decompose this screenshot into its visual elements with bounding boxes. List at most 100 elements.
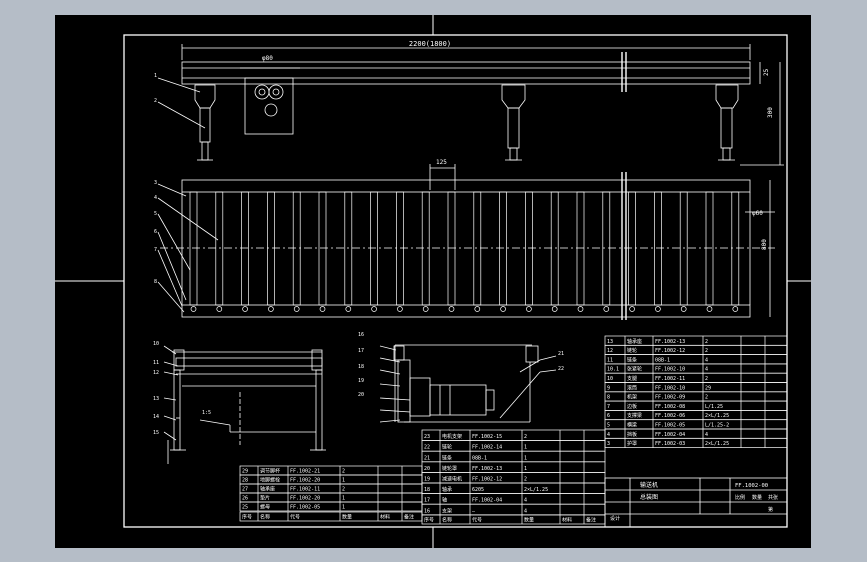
bom-mid-cell: 4 xyxy=(524,498,527,504)
bom-mid-cell: 1 xyxy=(524,455,527,461)
roller xyxy=(654,191,662,312)
bom-right-cell: 4 xyxy=(705,357,708,363)
bom-left-cell: FF.1002-05 xyxy=(290,505,320,511)
roller xyxy=(292,191,301,312)
roller xyxy=(344,191,353,312)
title-block-page: 第 xyxy=(768,506,773,513)
title-block-drawing-no: FF.1002-00 xyxy=(735,483,768,489)
bom-right-cell: 8 xyxy=(607,395,610,401)
roller-diameter-dim: φ80 xyxy=(262,55,273,62)
roller xyxy=(447,191,456,312)
roller xyxy=(499,191,507,312)
top-offset-dim: 25 xyxy=(763,68,770,76)
callout-11: 11 xyxy=(153,360,159,366)
bom-right-cell: 支撑梁 xyxy=(627,412,642,419)
bom-right-cell: 轴承座 xyxy=(627,338,642,345)
drawing-sheet xyxy=(55,15,811,548)
bom-right-cell: L/1.25-2 xyxy=(705,423,729,429)
roller xyxy=(396,191,404,312)
bom-right-cell: 2 xyxy=(705,395,708,401)
roller xyxy=(731,191,740,312)
bom-right-cell: 滚筒 xyxy=(627,384,637,391)
callout-21: 21 xyxy=(558,351,564,357)
drive-section-view xyxy=(379,344,557,423)
callout-5: 5 xyxy=(154,211,157,217)
bom-right-cell: FF.1002-12 xyxy=(655,348,685,354)
bom-right-cell: 挡板 xyxy=(627,431,637,438)
bom-mid-cell: 4 xyxy=(524,508,527,514)
bom-mid-cell: 电机支架 xyxy=(442,433,462,440)
bom-mid-cell: FF.1002-04 xyxy=(472,498,502,504)
bom-mid-cell: 19 xyxy=(424,477,430,483)
callout-10: 10 xyxy=(153,341,159,347)
bom-right-cell: 9 xyxy=(607,385,610,391)
bom-left-cell: 28 xyxy=(242,478,248,484)
bom-left-cell: FF.1002-20 xyxy=(290,496,320,502)
roller xyxy=(576,191,585,312)
leg-1 xyxy=(194,84,216,161)
bom-left-cell: FF.1002-21 xyxy=(290,469,320,475)
end-view-label: 1:5 xyxy=(202,410,211,416)
roller xyxy=(679,191,688,312)
bom-right-cell: 7 xyxy=(607,404,610,410)
bom-right-cell: 边板 xyxy=(627,403,637,410)
roller xyxy=(628,191,636,312)
bom-right-cell: 29 xyxy=(705,385,711,391)
callout-18: 18 xyxy=(358,364,364,370)
callout-7: 7 xyxy=(154,247,157,253)
bom-mid-cell: 链轮 xyxy=(442,444,452,451)
roller xyxy=(267,191,275,312)
callout-20: 20 xyxy=(358,392,364,398)
roller xyxy=(241,191,249,312)
bom-mid-cell: 18 xyxy=(424,487,430,493)
roller-end-dim: φ60 xyxy=(752,210,763,217)
bom-mid-cell: 减速电机 xyxy=(442,476,462,483)
callout-1: 1 xyxy=(154,73,157,79)
bom-left-cell: 29 xyxy=(242,469,248,475)
bom-right-cell: 支腿 xyxy=(627,375,637,382)
callout-19: 19 xyxy=(358,378,364,384)
callout-22: 22 xyxy=(558,366,564,372)
plan-view xyxy=(157,164,775,320)
callout-12: 12 xyxy=(153,370,159,376)
bom-mid-cell: 20 xyxy=(424,466,430,472)
bom-mid-cell: 1 xyxy=(524,466,527,472)
bom-right-cell: FF.1002-08 xyxy=(655,404,685,410)
title-block-name: 输送机 xyxy=(640,481,658,489)
bom-left-cell: 27 xyxy=(242,487,248,493)
bom-left-cell: 25 xyxy=(242,505,248,511)
bom-right-cell: 2×L/1.25 xyxy=(705,413,729,419)
bom-header-cell: 代号 xyxy=(472,517,482,524)
roller-array xyxy=(189,191,740,312)
bom-right-cell: 11 xyxy=(607,357,613,363)
bom-left-cell: 调节脚杯 xyxy=(260,468,280,475)
roller xyxy=(189,191,198,312)
bom-right-cell: FF.1002-04 xyxy=(655,432,685,438)
bom-right-cell: FF.1002-10 xyxy=(655,367,685,373)
bom-header-cell: 数量 xyxy=(342,514,352,521)
bom-mid-cell: 轴 xyxy=(442,497,447,504)
bom-right-cell: 4 xyxy=(607,432,610,438)
bom-right-cell: FF.1002-10 xyxy=(655,385,685,391)
title-block xyxy=(604,477,788,528)
bom-mid-cell: 轴承 xyxy=(442,486,452,493)
bom-mid-cell: 链轮罩 xyxy=(442,465,457,472)
bom-left-cell: FF.1002-11 xyxy=(290,487,320,493)
bom-right-cell: 12 xyxy=(607,348,613,354)
callout-6: 6 xyxy=(154,229,157,235)
roller xyxy=(602,191,611,312)
bom-header-cell: 名称 xyxy=(260,514,270,521)
bom-mid-cell: FF.1002-14 xyxy=(472,445,502,451)
bom-left-cell: 26 xyxy=(242,496,248,502)
leg-3 xyxy=(715,84,739,161)
bom-right-cell: 机架 xyxy=(627,394,637,401)
roller xyxy=(705,191,714,312)
bom-left-cell: 螺母 xyxy=(260,504,270,511)
bom-right-cell: 4 xyxy=(705,367,708,373)
bom-mid-cell: FF.1002-13 xyxy=(472,466,502,472)
bom-right-cell: 2×L/1.25 xyxy=(705,441,729,447)
bom-header-cell: 名称 xyxy=(442,517,452,524)
